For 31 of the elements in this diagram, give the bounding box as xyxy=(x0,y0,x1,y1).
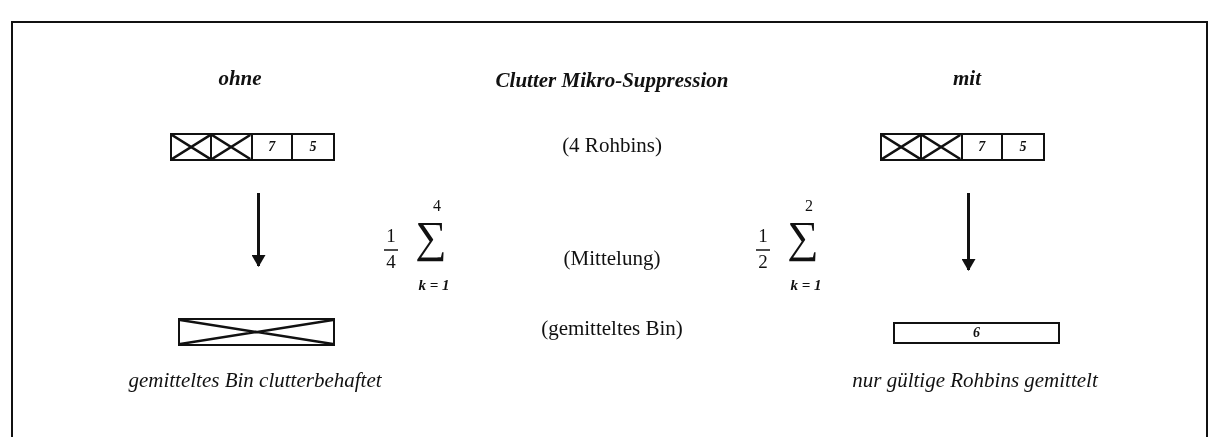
column-heading: ohne xyxy=(218,68,262,89)
fraction-denominator: 2 xyxy=(758,252,768,271)
bin-cell xyxy=(922,135,963,159)
fraction-denominator: 4 xyxy=(386,252,396,271)
diagram-title: Clutter Mikro-Suppression xyxy=(495,68,729,93)
row-label: (Mittelung) xyxy=(563,248,661,269)
bin-cell: 5 xyxy=(292,135,333,159)
bin-cell xyxy=(882,135,923,159)
arrow xyxy=(961,193,976,271)
column-heading: mit xyxy=(953,68,981,89)
bin-cell: 5 xyxy=(1002,135,1043,159)
bin-cell: 7 xyxy=(962,135,1003,159)
bin-value: 6 xyxy=(973,325,980,341)
bin-row xyxy=(880,133,1045,161)
arrow xyxy=(251,193,266,267)
bin-cell xyxy=(212,135,253,159)
sum-index: k = 1 xyxy=(790,278,822,293)
bin-label: nur gültige Rohbins gemittelt xyxy=(852,368,1098,393)
sum-index: k = 1 xyxy=(418,278,450,293)
sum-upper-limit: 4 xyxy=(433,198,441,214)
averaged-bin xyxy=(178,318,335,346)
row-label: (gemitteltes Bin) xyxy=(541,318,683,339)
bin-cell: 7 xyxy=(252,135,293,159)
row-label: (4 Rohbins) xyxy=(562,135,662,156)
bin-label: gemitteltes Bin clutterbehaftet xyxy=(128,368,382,393)
fraction-numerator: 1 xyxy=(386,226,396,245)
bin-cell xyxy=(172,135,213,159)
sum-upper-limit: 2 xyxy=(805,198,813,214)
averaged-bin xyxy=(893,322,1060,344)
bin-row xyxy=(170,133,335,161)
fraction-numerator: 1 xyxy=(758,226,768,245)
